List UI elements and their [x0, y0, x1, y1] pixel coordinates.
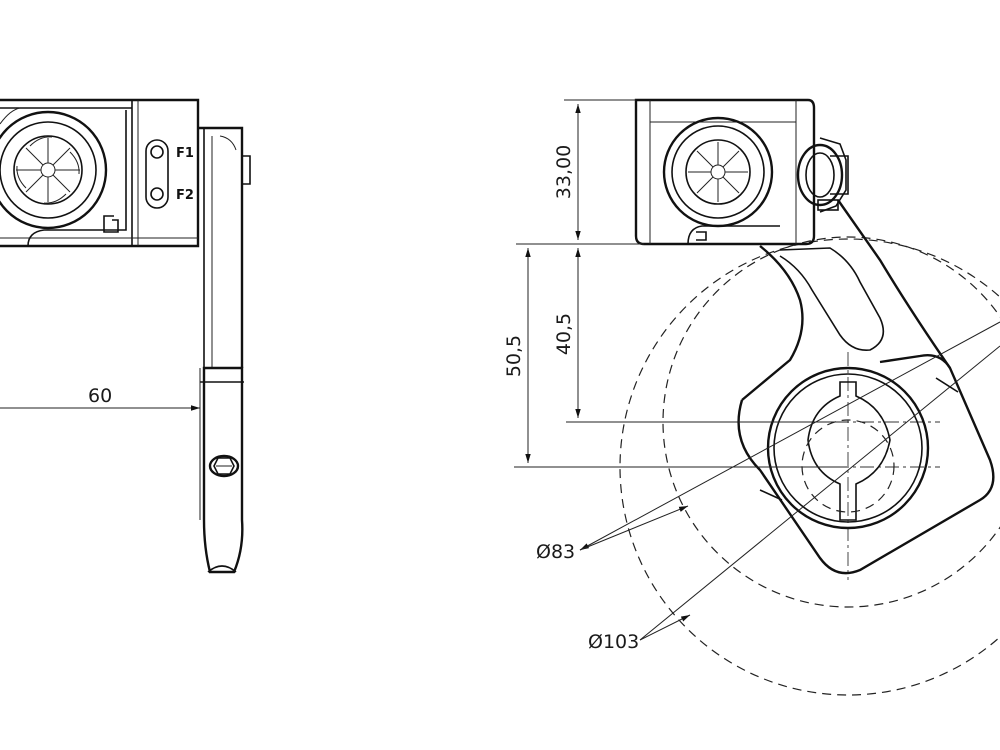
logo-icon [103, 215, 119, 233]
dia-103-label: Ø103 [588, 631, 639, 653]
left-clamp [199, 366, 244, 574]
right-speaker-icon [662, 116, 774, 228]
left-arm [198, 126, 251, 368]
dim-60-label: 60 [88, 385, 112, 407]
dim-33-label: 33,00 [553, 145, 575, 199]
right-view: 33,00 40,5 50,5 Ø83 Ø103 [503, 98, 1000, 696]
diameter-83: Ø83 [536, 321, 1000, 563]
dimension-33: 33,00 [516, 99, 644, 245]
right-housing [634, 98, 849, 246]
dimension-40-5: 40,5 [553, 248, 848, 423]
diameter-103: Ø103 [588, 345, 1000, 653]
button-label-f2: F2 [176, 188, 194, 203]
left-screw-icon [208, 454, 240, 478]
dia-83-label: Ø83 [536, 541, 575, 563]
dashed-circles [619, 236, 1000, 696]
left-housing [0, 98, 200, 248]
dimension-50-5: 50,5 [503, 248, 848, 468]
button-label-f1: F1 [176, 146, 194, 161]
dimension-60: 60 [0, 385, 200, 411]
dim-40-5-label: 40,5 [553, 313, 575, 355]
right-arm [741, 199, 951, 401]
dim-50-5-label: 50,5 [503, 335, 525, 377]
left-view: F1 F2 60 [0, 98, 251, 574]
right-knob-icon [796, 137, 849, 213]
left-speaker-icon [0, 110, 108, 230]
right-clamp [737, 354, 995, 575]
left-buttons: F1 F2 [103, 139, 194, 233]
